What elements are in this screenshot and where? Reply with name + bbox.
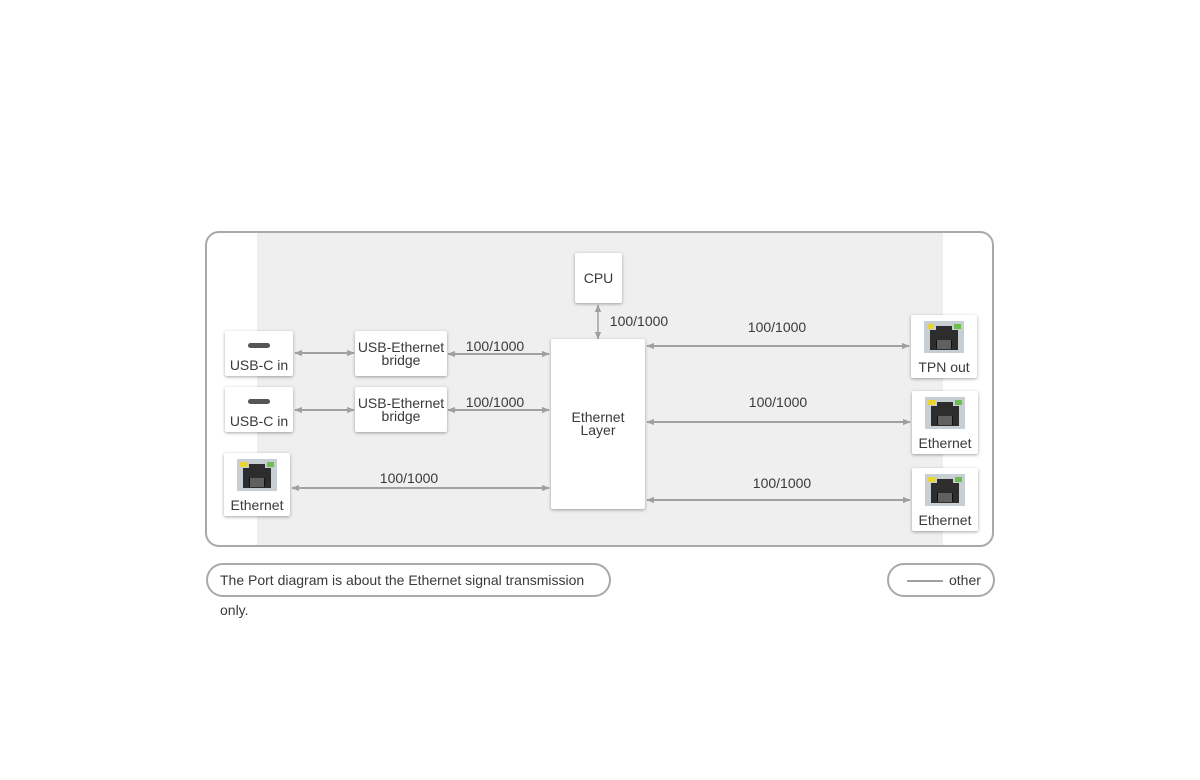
- cpu-label: CPU: [583, 269, 614, 286]
- port-ethernet-left: Ethernet: [224, 453, 290, 516]
- port-ethernet-right-1: Ethernet: [912, 391, 978, 454]
- ethernet-layer-label-line2: Layer: [580, 422, 616, 438]
- speed-label-ethernet-right-1: 100/1000: [748, 394, 808, 410]
- rj45-port-icon: [924, 321, 964, 353]
- usb-ethernet-bridge-2: USB-Ethernet bridge: [355, 387, 447, 432]
- bridge2-label-line2: bridge: [381, 407, 421, 424]
- port-tpn-out: TPN out: [911, 315, 977, 378]
- port-ethernet-right-2-label: Ethernet: [918, 512, 972, 528]
- speed-label-bridge2: 100/1000: [465, 394, 525, 410]
- port-usbc-in-2-label: USB-C in: [229, 413, 289, 429]
- usb-c-port-icon: [248, 399, 270, 404]
- bridge1-label-line2: bridge: [381, 351, 421, 368]
- cpu-node: CPU: [575, 253, 622, 303]
- legend: other: [887, 563, 995, 597]
- speed-label-cpu: 100/1000: [609, 313, 669, 329]
- usb-c-port-icon: [248, 343, 270, 348]
- port-usbc-in-2: USB-C in: [225, 387, 293, 432]
- speed-label-ethernet-left: 100/1000: [379, 470, 439, 486]
- speed-label-bridge1: 100/1000: [465, 338, 525, 354]
- bridge2-label-line1: USB-Ethernet: [357, 394, 445, 411]
- legend-other-line: [907, 580, 943, 582]
- port-ethernet-left-label: Ethernet: [230, 497, 284, 513]
- port-ethernet-right-1-label: Ethernet: [918, 435, 972, 451]
- ethernet-layer-node: Ethernet Layer: [551, 339, 645, 509]
- rj45-port-icon: [925, 397, 965, 429]
- port-tpn-out-label: TPN out: [918, 359, 970, 375]
- rj45-port-icon: [237, 459, 277, 491]
- port-usbc-in-1-label: USB-C in: [229, 357, 289, 373]
- legend-other-label: other: [949, 572, 981, 588]
- diagram-note: The Port diagram is about the Ethernet s…: [206, 563, 611, 618]
- speed-label-tpn-out: 100/1000: [747, 319, 807, 335]
- rj45-port-icon: [925, 474, 965, 506]
- port-ethernet-right-2: Ethernet: [912, 468, 978, 531]
- speed-label-ethernet-right-2: 100/1000: [752, 475, 812, 491]
- usb-ethernet-bridge-1: USB-Ethernet bridge: [355, 331, 447, 376]
- bridge1-label-line1: USB-Ethernet: [357, 338, 445, 355]
- ethernet-layer-label-line1: Ethernet: [571, 409, 625, 425]
- port-usbc-in-1: USB-C in: [225, 331, 293, 376]
